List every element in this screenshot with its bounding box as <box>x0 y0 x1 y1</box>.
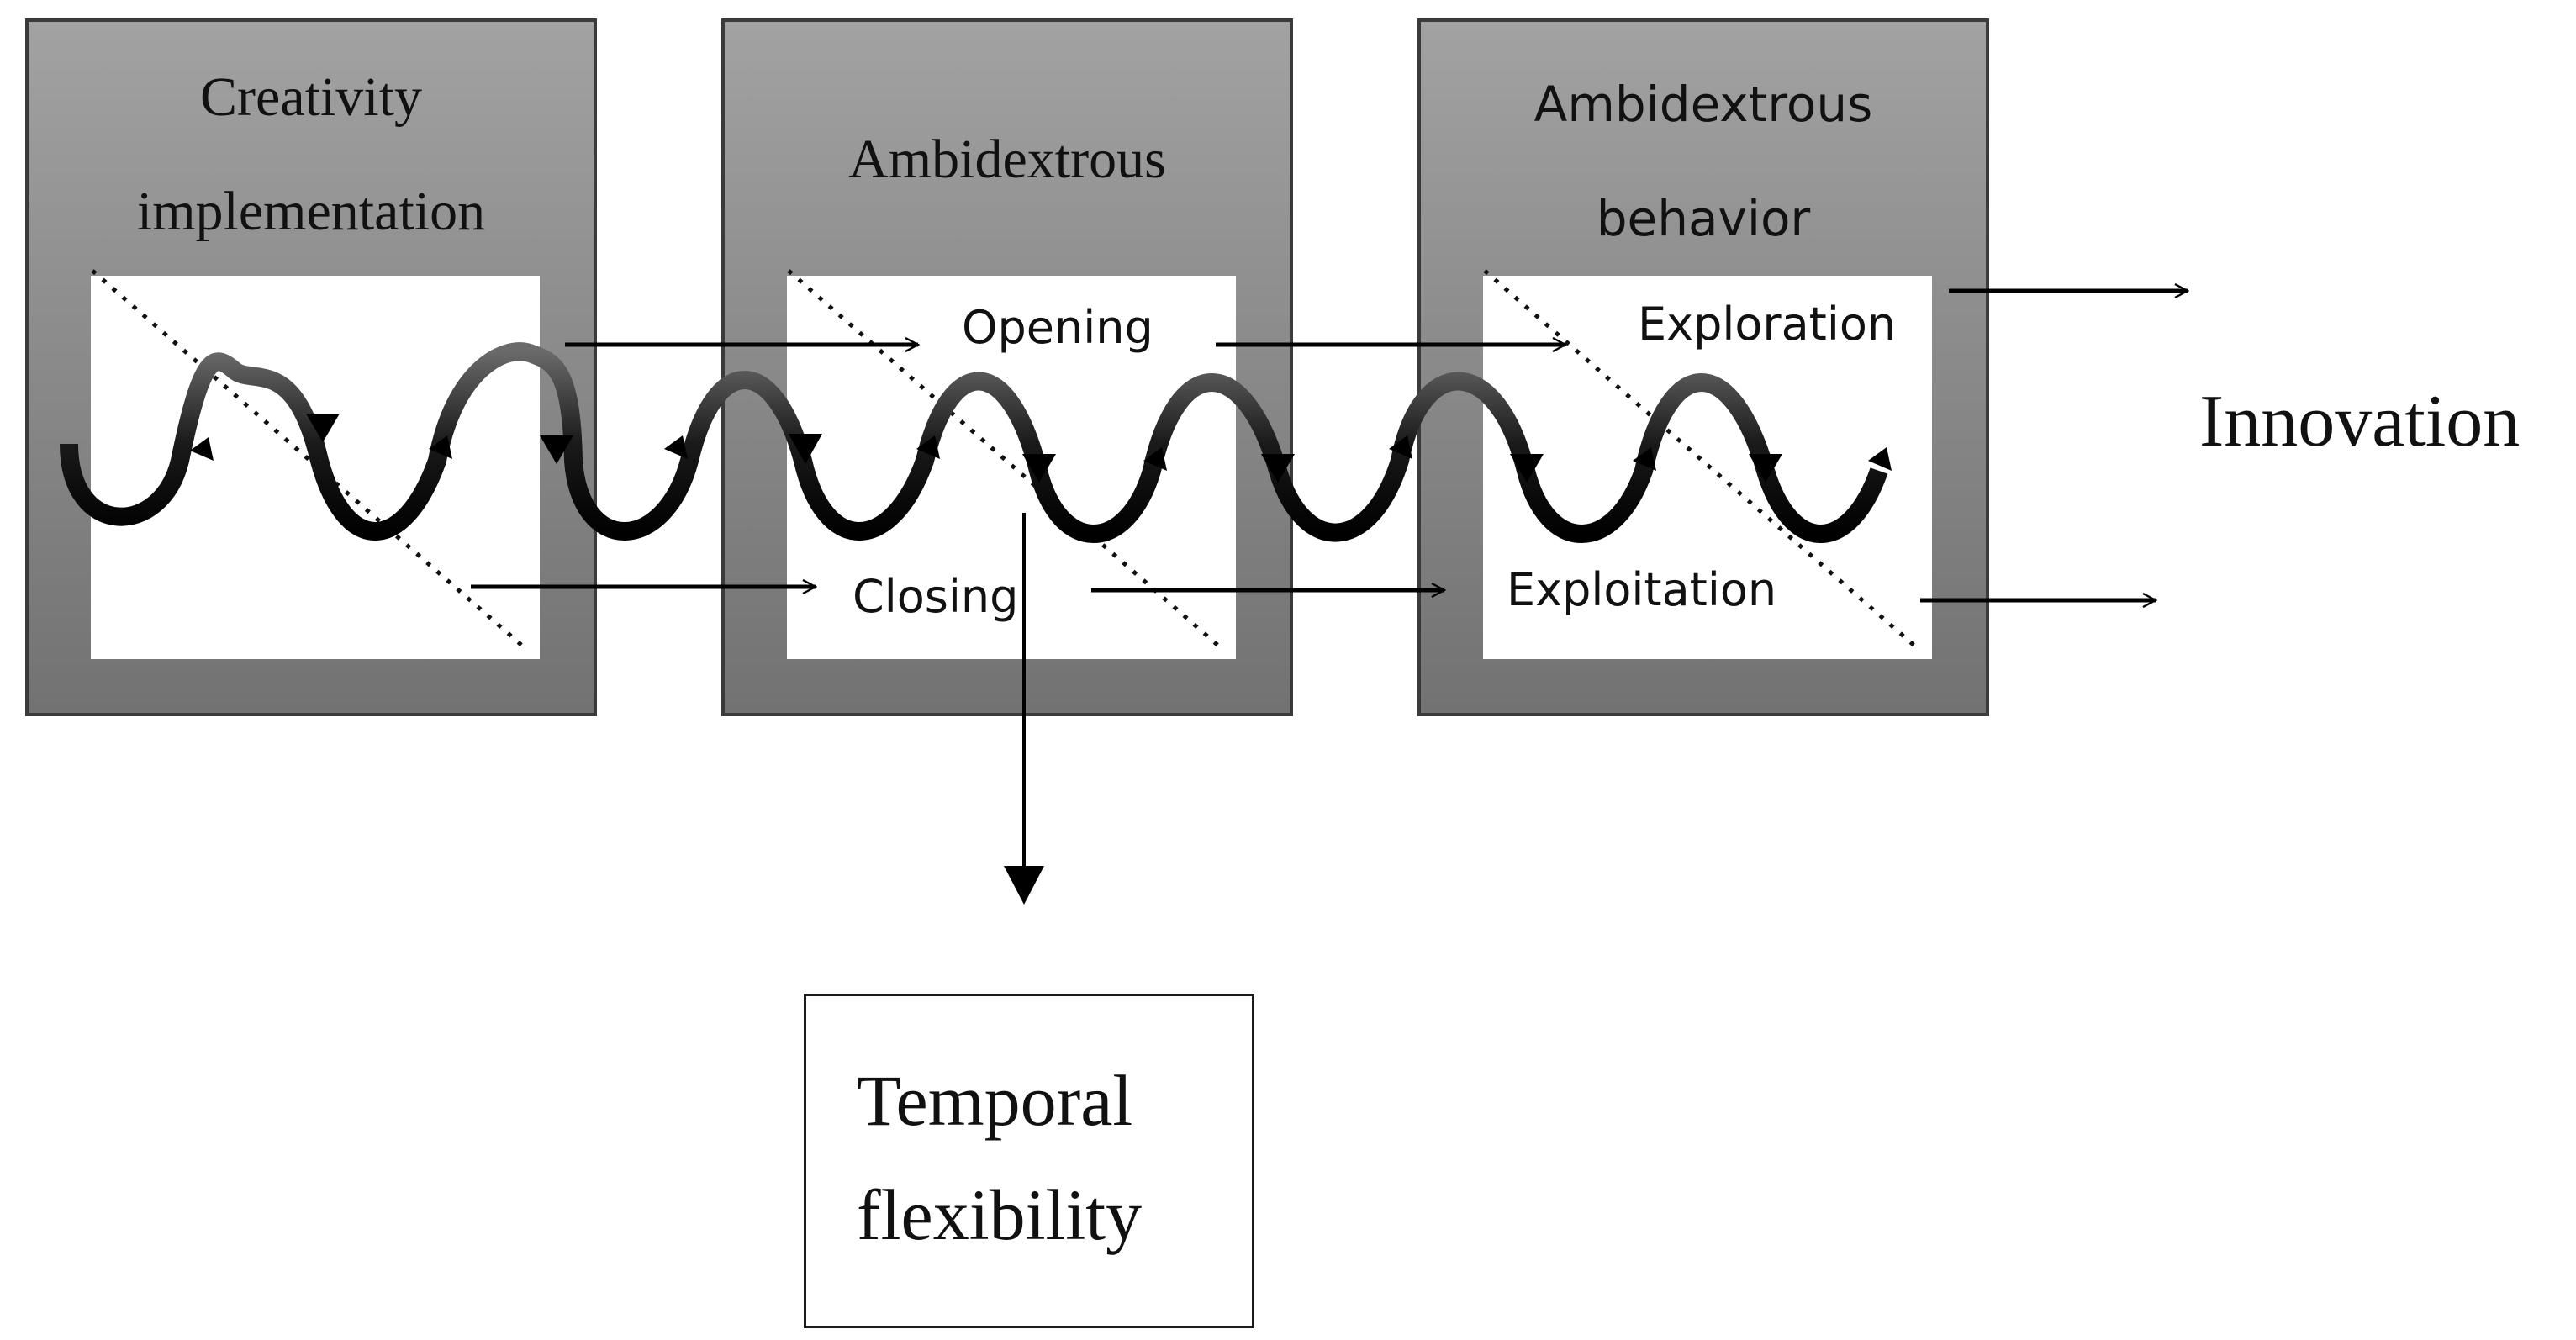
wave-ribbon <box>60 342 1888 543</box>
wave-arrowhead-down-icon <box>789 434 822 464</box>
wave-arrowheads <box>190 414 1892 483</box>
dotted-diagonal-line <box>787 269 1226 652</box>
wave-arrowhead-down-icon <box>540 435 573 464</box>
moderator-temporal-flexibility: Temporal flexibility <box>857 1060 1143 1255</box>
moderator-box: Temporal flexibility <box>804 994 1254 1328</box>
stage-panel-creativity-implementation: Creativity implementation <box>25 18 597 716</box>
curved-arrow-wave <box>60 342 1892 543</box>
wave-arrowhead-down-icon <box>1510 454 1544 483</box>
dotted-diagonals <box>91 269 1922 652</box>
wave-arrowhead-down-icon <box>1261 454 1295 483</box>
wave-arrowhead-up-icon <box>1633 447 1656 471</box>
wave-arrowhead-up-icon <box>664 435 688 459</box>
stage-title-ambidextrous: Ambidextrous <box>848 129 1166 190</box>
stage-panel-ambidextrous-behavior: Ambidextrous behavior <box>1417 18 1989 716</box>
wave-arrowhead-up-icon <box>429 435 452 459</box>
wave-arrowhead-up-icon <box>190 437 214 461</box>
wave-arrowhead-down-icon <box>1749 454 1782 483</box>
label-closing: Closing <box>853 570 1019 623</box>
dotted-diagonal-line <box>91 269 530 652</box>
flow-arrows <box>471 291 2188 600</box>
wave-arrowhead-up-icon <box>1868 447 1892 471</box>
wave-arrowhead-up-icon <box>1143 447 1167 471</box>
stage-title-creativity-implementation: Creativity implementation <box>136 66 486 242</box>
stage-title-ambidextrous-behavior: Ambidextrous behavior <box>1533 76 1873 247</box>
label-exploitation: Exploitation <box>1507 563 1777 616</box>
outcome-innovation: Innovation <box>2199 381 2521 462</box>
wave-arrowhead-down-icon <box>1022 454 1056 483</box>
dotted-diagonal-line <box>1483 269 1922 652</box>
wave-arrowhead-up-icon <box>1389 435 1412 459</box>
arrow-down-head-icon <box>1004 866 1044 905</box>
label-exploration: Exploration <box>1638 298 1897 351</box>
wave-arrowhead-up-icon <box>916 435 940 459</box>
wave-arrowhead-down-icon <box>306 414 340 442</box>
label-opening: Opening <box>962 301 1153 354</box>
